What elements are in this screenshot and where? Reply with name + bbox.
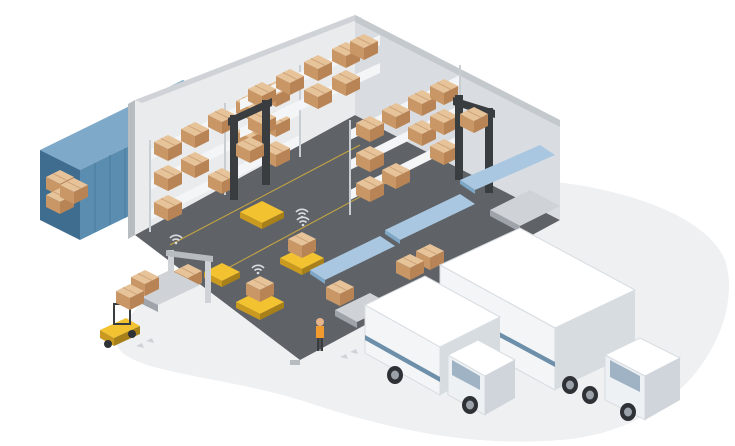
storage-rack-back	[240, 33, 380, 138]
forklift-icon	[100, 283, 145, 348]
gantry-right	[453, 95, 495, 193]
agv-robot-4	[204, 263, 240, 287]
dock-awning-3	[460, 145, 555, 194]
dock-awning-1	[310, 236, 395, 284]
agv-robot-1	[240, 201, 284, 229]
agv-robot-2	[280, 231, 324, 275]
warehouse-floor	[135, 115, 560, 360]
dock-awning-2	[385, 194, 475, 244]
truck-front	[363, 275, 517, 416]
worker-icon	[316, 318, 324, 351]
agv-robot-3	[236, 275, 284, 320]
gantry-left	[228, 98, 272, 200]
